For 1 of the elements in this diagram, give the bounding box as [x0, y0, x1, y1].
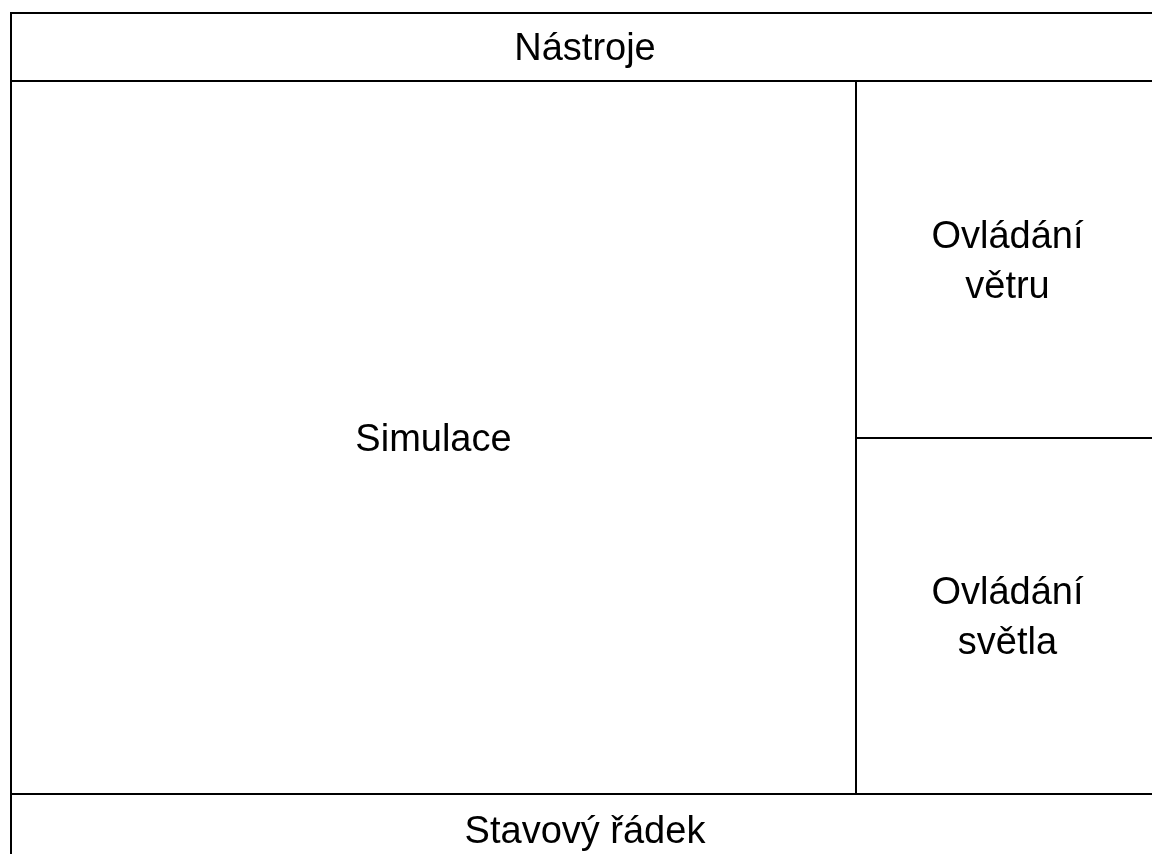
- toolbar-panel: Nástroje: [10, 12, 1152, 82]
